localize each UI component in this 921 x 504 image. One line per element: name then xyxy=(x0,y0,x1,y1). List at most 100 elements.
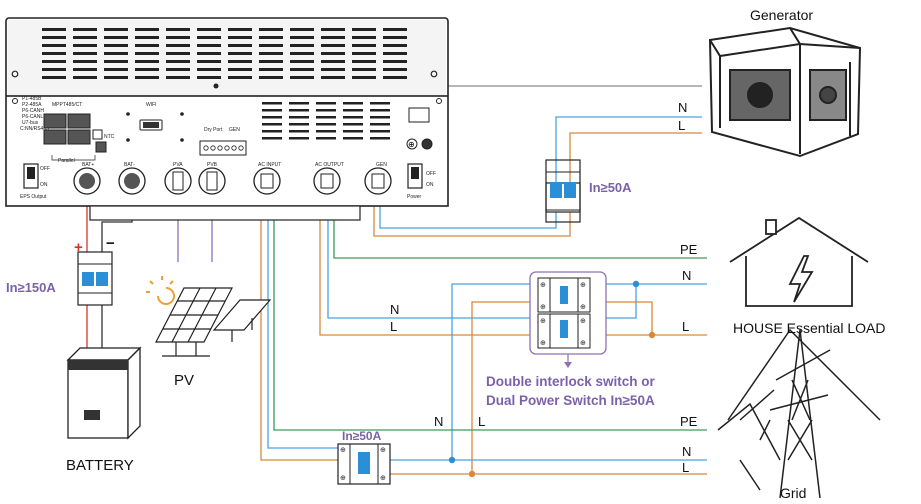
vent-slot xyxy=(197,36,221,39)
vent-slot xyxy=(166,60,190,63)
vent-slot xyxy=(104,60,128,63)
vent-slot xyxy=(383,28,407,31)
svg-text:⊕: ⊕ xyxy=(580,340,586,347)
vent-slot xyxy=(104,76,128,79)
vent-slot xyxy=(228,52,252,55)
grid-pe-label: PE xyxy=(680,414,698,429)
vent-slot xyxy=(289,102,309,105)
sun-icon xyxy=(146,276,175,305)
parallel-label: Parallel xyxy=(58,158,75,164)
vent-slot xyxy=(383,44,407,47)
vent-slot xyxy=(166,52,190,55)
vent-slot xyxy=(370,130,390,133)
svg-text:⊕: ⊕ xyxy=(540,340,546,347)
vent-slot xyxy=(316,123,336,126)
vent-slot xyxy=(370,116,390,119)
interlock-bridge-brown xyxy=(590,301,653,335)
vent-slot xyxy=(228,60,252,63)
vent-slot xyxy=(321,36,345,39)
acin-label: AC INPUT xyxy=(258,162,281,168)
acout-n-wire xyxy=(327,196,548,319)
vent-slot xyxy=(262,102,282,105)
bat-minus-label: BAT- xyxy=(124,162,135,168)
vent-slot xyxy=(42,52,66,55)
vent-slot xyxy=(352,76,376,79)
vent-slot xyxy=(370,137,390,140)
svg-text:⊕: ⊕ xyxy=(580,282,586,289)
vent-slot xyxy=(104,36,128,39)
power-off-label: OFF xyxy=(426,171,436,177)
svg-text:P6-CANH: P6-CANH xyxy=(22,108,44,114)
junction-dots xyxy=(448,280,656,478)
comm-label: C:NN/RS485 xyxy=(20,126,49,132)
vent-slot xyxy=(290,68,314,71)
vent-slot xyxy=(73,60,97,63)
interlock-grid-l xyxy=(471,301,548,474)
interlock-grid-n xyxy=(451,283,548,460)
vent-slot xyxy=(290,28,314,31)
vent-slot xyxy=(352,60,376,63)
vent-slot xyxy=(290,76,314,79)
power-on-label: ON xyxy=(426,182,434,188)
vent-slot xyxy=(343,116,363,119)
vent-slot xyxy=(290,36,314,39)
generator-breaker xyxy=(545,159,581,223)
acin-n-wire xyxy=(267,196,345,449)
vent-slot xyxy=(352,68,376,71)
vent-slot xyxy=(166,28,190,31)
pv-label: PV xyxy=(174,372,194,389)
svg-text:⊕: ⊕ xyxy=(340,447,346,454)
vent-slot xyxy=(104,52,128,55)
vent-slot xyxy=(228,36,252,39)
vent-slot xyxy=(352,28,376,31)
grid-n-mid-label: N xyxy=(434,414,443,429)
svg-text:P2-485A: P2-485A xyxy=(22,102,42,108)
vent-slot xyxy=(383,36,407,39)
acout-label: AC OUTPUT xyxy=(315,162,344,168)
vent-slot xyxy=(289,116,309,119)
vent-slot xyxy=(343,109,363,112)
vent-slot xyxy=(228,68,252,71)
vent-slot xyxy=(316,130,336,133)
gen-n-label: N xyxy=(678,100,687,115)
gen-port-wire-blue xyxy=(379,196,557,229)
bat-plus-port xyxy=(73,167,101,195)
vent-slot xyxy=(352,36,376,39)
vent-slot xyxy=(262,109,282,112)
vent-slot xyxy=(166,76,190,79)
pva-label: PVA xyxy=(173,162,183,168)
vent-slot xyxy=(316,116,336,119)
vent-slot xyxy=(321,76,345,79)
vent-slot xyxy=(259,44,283,47)
rj45-ports xyxy=(43,113,91,145)
vent-slot xyxy=(370,102,390,105)
solar-panel-icon xyxy=(155,287,272,357)
vent-slot xyxy=(321,52,345,55)
interlock-label-1: Double interlock switch or xyxy=(486,374,656,389)
vent-slot xyxy=(370,123,390,126)
mppt-label: MPPT485/CT xyxy=(52,102,82,108)
vent-slot xyxy=(316,137,336,140)
vent-slot xyxy=(259,68,283,71)
vent-slot xyxy=(228,44,252,47)
vent-slot xyxy=(42,28,66,31)
house-pe-label: PE xyxy=(680,242,698,257)
vent-slot xyxy=(42,44,66,47)
house-n-label: N xyxy=(682,268,691,283)
vent-slot xyxy=(352,44,376,47)
vent-slot xyxy=(104,44,128,47)
vent-slot xyxy=(166,36,190,39)
vent-slot xyxy=(383,76,407,79)
vent-slot xyxy=(42,76,66,79)
vent-slot xyxy=(135,76,159,79)
mid-l-label: L xyxy=(390,319,397,334)
vent-slot xyxy=(197,60,221,63)
mid-n-label: N xyxy=(390,302,399,317)
vent-slot xyxy=(73,68,97,71)
eps-output-label: EPS Output xyxy=(20,194,47,200)
vent-slot xyxy=(104,68,128,71)
grid-n-label: N xyxy=(682,444,691,459)
vent-slot xyxy=(316,102,336,105)
vent-slot xyxy=(383,52,407,55)
